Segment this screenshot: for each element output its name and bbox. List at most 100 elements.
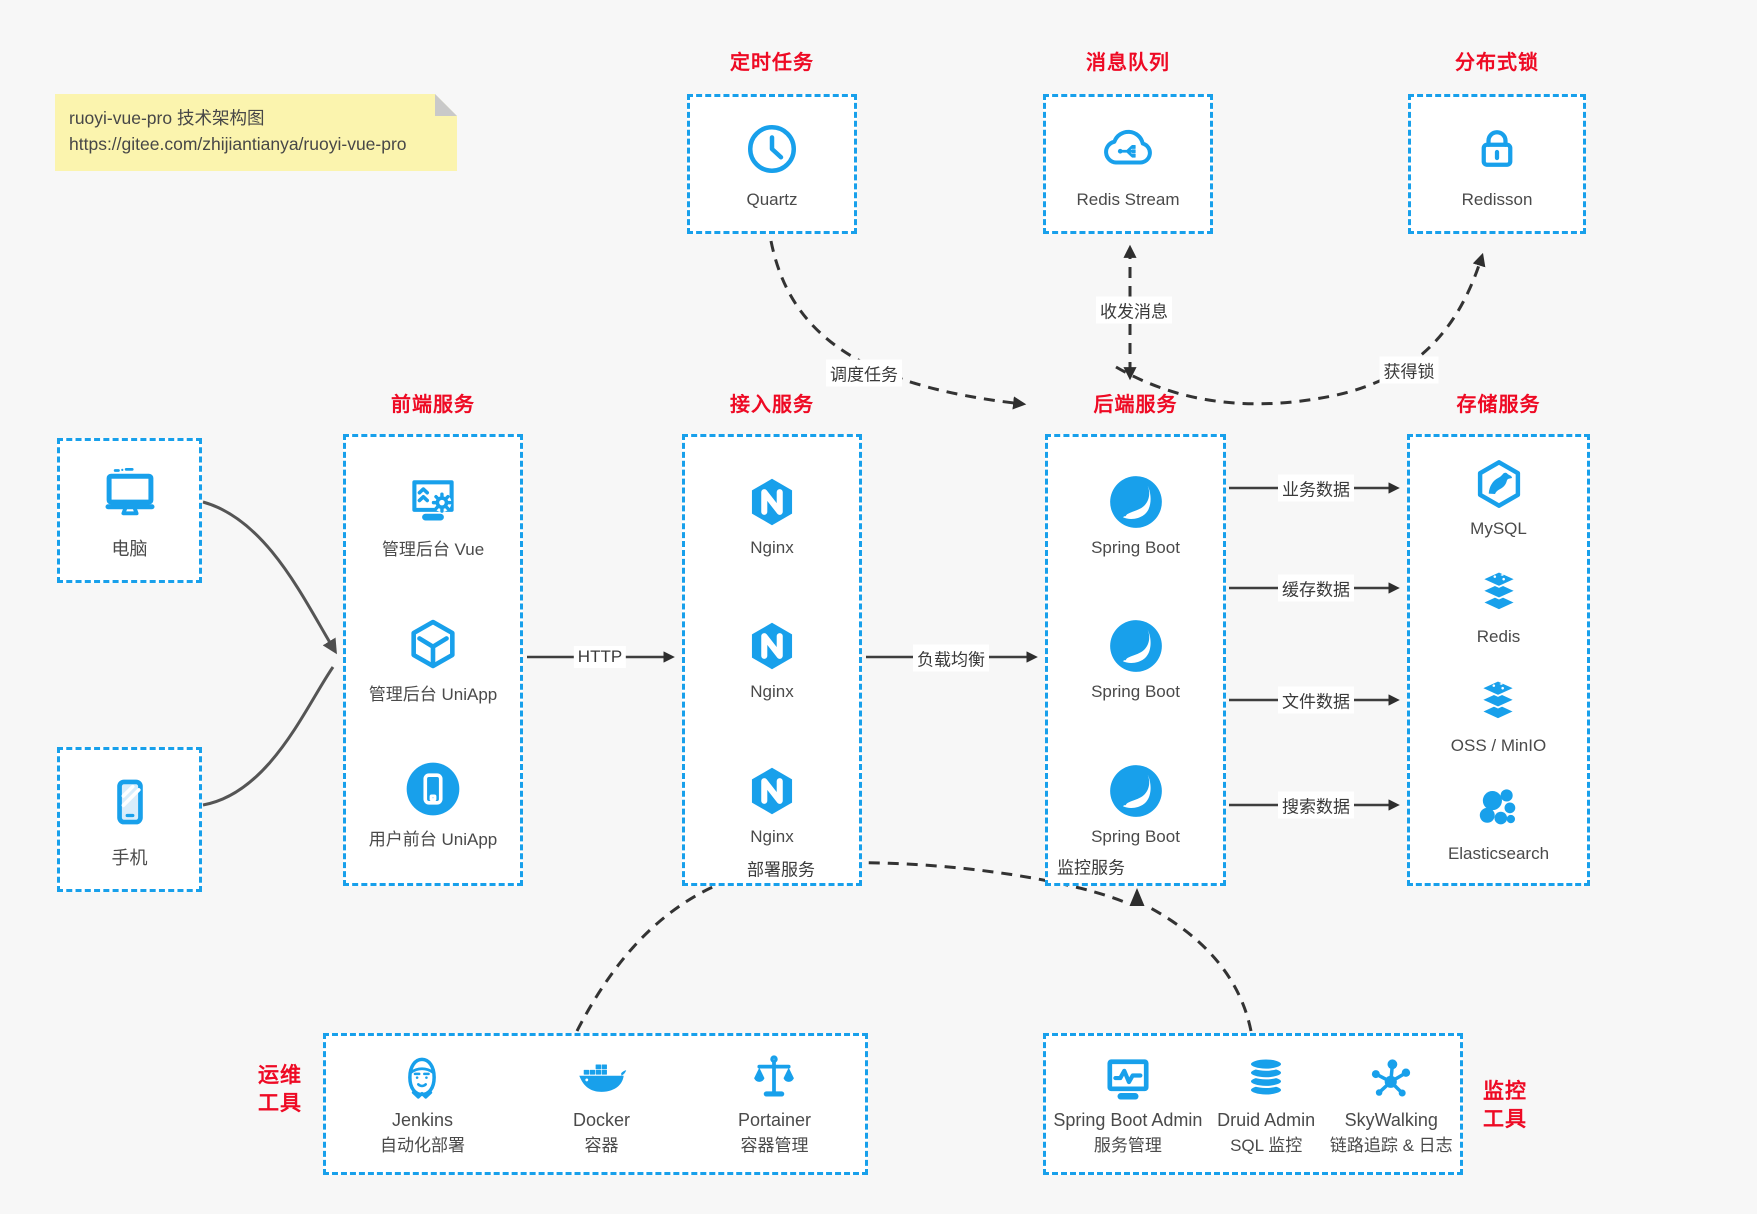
group-scheduled-task: 定时任务 Quartz [687,50,857,234]
oss-minio-icon [1470,673,1526,729]
druid-admin-desc: SQL 监控 [1230,1135,1303,1155]
portainer-name: Portainer [737,1110,811,1131]
quartz-label: Quartz [746,189,798,209]
phone-label: 手机 [111,848,148,868]
user-app-icon [404,760,462,818]
spring-boot-label: Spring Boot [1091,827,1180,847]
edge-deploy-monitor-arrowhead [1129,888,1145,906]
portainer-desc: 容器管理 [740,1135,809,1155]
backend-box: Spring Boot Spring Boot Spring Boot [1045,434,1226,886]
item-redis: Redis [1471,564,1527,647]
skywalking-name: SkyWalking [1344,1110,1438,1131]
monitor-tools-label-line1: 监控 [1483,1080,1527,1103]
item-elasticsearch: Elasticsearch [1448,781,1549,864]
ops-tools-label-line2: 工具 [258,1092,302,1115]
edge-monitor-line [1146,904,1253,1032]
edge-label-http: HTTP [573,646,627,668]
skywalking-desc: 链路追踪 & 日志 [1329,1135,1453,1155]
spring-boot-admin-icon [1100,1051,1156,1107]
nginx-label: Nginx [750,827,794,847]
nginx-icon [743,762,801,820]
monitor-tools-label-line2: 工具 [1483,1108,1527,1131]
item-admin-vue: 管理后台 Vue [382,470,484,560]
skywalking-icon [1363,1051,1419,1107]
ops-tools-side-label: 运维 工具 [247,1062,313,1118]
column-frontend: 前端服务 管理后台 Vue 管理后台 UniApp 用户前台 UniApp [343,392,523,886]
nginx-label: Nginx [750,537,794,557]
oss-minio-label: OSS / MinIO [1450,735,1547,755]
edge-label-load-balance: 负载均衡 [913,644,989,672]
note-fold-corner [435,94,457,116]
item-skywalking: SkyWalking 链路追踪 & 日志 [1330,1051,1453,1156]
ops-tools-label-line1: 运维 [258,1064,302,1087]
item-spring-boot-2: Spring Boot [1091,617,1180,702]
group-message-queue: 消息队列 Redis Stream [1043,50,1213,234]
cloud-stream-icon [1098,119,1158,179]
item-druid-admin: Druid Admin SQL 监控 [1217,1051,1315,1156]
column-gateway: 接入服务 Nginx Nginx Nginx [682,392,862,886]
edge-label-deploy: 部署服务 [743,854,819,882]
edge-acquire-lock-line [1115,252,1486,406]
group-title-distributed-lock: 分布式锁 [1455,52,1539,74]
edge-label-messages: 收发消息 [1096,296,1172,324]
edge-label-monitor: 监控服务 [1053,852,1129,880]
edge-phone-to-frontend [202,666,335,807]
sticky-note: ruoyi-vue-pro 技术架构图 https://gitee.com/zh… [55,94,457,171]
jenkins-name: Jenkins [391,1110,453,1131]
edge-label-search-data: 搜索数据 [1278,791,1354,819]
pc-client-box: 电脑 [57,438,202,583]
frontend-box: 管理后台 Vue 管理后台 UniApp 用户前台 UniApp [343,434,523,886]
item-jenkins: Jenkins 自动化部署 [380,1051,465,1156]
redisson-label: Redisson [1461,189,1533,209]
item-spring-boot-3: Spring Boot [1091,762,1180,847]
item-oss-minio: OSS / MinIO [1451,673,1546,756]
item-nginx-3: Nginx [743,762,801,847]
edge-label-acquire-lock: 获得锁 [1379,356,1439,384]
elasticsearch-label: Elasticsearch [1447,844,1550,864]
edge-deploy-line [575,861,1130,1032]
redisson-box: Redisson [1408,94,1586,234]
monitor-tools-side-label: 监控 工具 [1472,1078,1538,1134]
group-title-message-queue: 消息队列 [1086,52,1170,74]
monitor-tools-box: Spring Boot Admin 服务管理 Druid Admin SQL 监… [1043,1033,1463,1175]
ops-tools-box: Jenkins 自动化部署 Docker 容器 Portainer 容器管理 [323,1033,868,1175]
docker-name: Docker [572,1110,630,1131]
user-uniapp-label: 用户前台 UniApp [368,829,498,849]
group-distributed-lock: 分布式锁 Redisson [1408,50,1586,234]
jenkins-desc: 自动化部署 [379,1135,465,1155]
edge-label-file-data: 文件数据 [1278,686,1354,714]
druid-admin-name: Druid Admin [1217,1110,1316,1131]
spring-boot-admin-desc: 服务管理 [1093,1135,1162,1155]
phone-client-box: 手机 [57,747,202,892]
admin-vue-icon [404,470,462,528]
nginx-icon [743,617,801,675]
storage-box: MySQL Redis OSS / MinIO Elasticsearch [1407,434,1590,886]
druid-icon [1238,1051,1294,1107]
nginx-icon [743,473,801,531]
edge-label-schedule: 调度任务 [826,359,902,387]
column-storage: 存储服务 MySQL Redis OSS / MinIO Elasticsear… [1407,392,1590,886]
item-admin-uniapp: 管理后台 UniApp [369,615,497,705]
item-mysql: MySQL [1470,456,1527,539]
quartz-box: Quartz [687,94,857,234]
note-title: ruoyi-vue-pro 技术架构图 [69,108,265,128]
admin-uniapp-label: 管理后台 UniApp [368,684,498,704]
edge-label-business-data: 业务数据 [1278,474,1354,502]
group-title-scheduled-task: 定时任务 [730,52,814,74]
item-nginx-1: Nginx [743,473,801,558]
column-title-storage: 存储服务 [1456,394,1541,416]
clock-icon [742,119,802,179]
item-nginx-2: Nginx [743,617,801,702]
docker-desc: 容器 [584,1135,619,1155]
redis-label: Redis [1476,627,1521,647]
redis-stream-box: Redis Stream [1043,94,1213,234]
desktop-icon [97,460,163,526]
nginx-label: Nginx [750,682,794,702]
edge-label-cache-data: 缓存数据 [1278,574,1354,602]
redis-icon [1471,564,1527,620]
spring-boot-admin-name: Spring Boot Admin [1053,1110,1203,1131]
edge-pc-to-frontend [202,500,337,655]
spring-boot-icon [1107,762,1165,820]
column-title-frontend: 前端服务 [391,394,475,416]
